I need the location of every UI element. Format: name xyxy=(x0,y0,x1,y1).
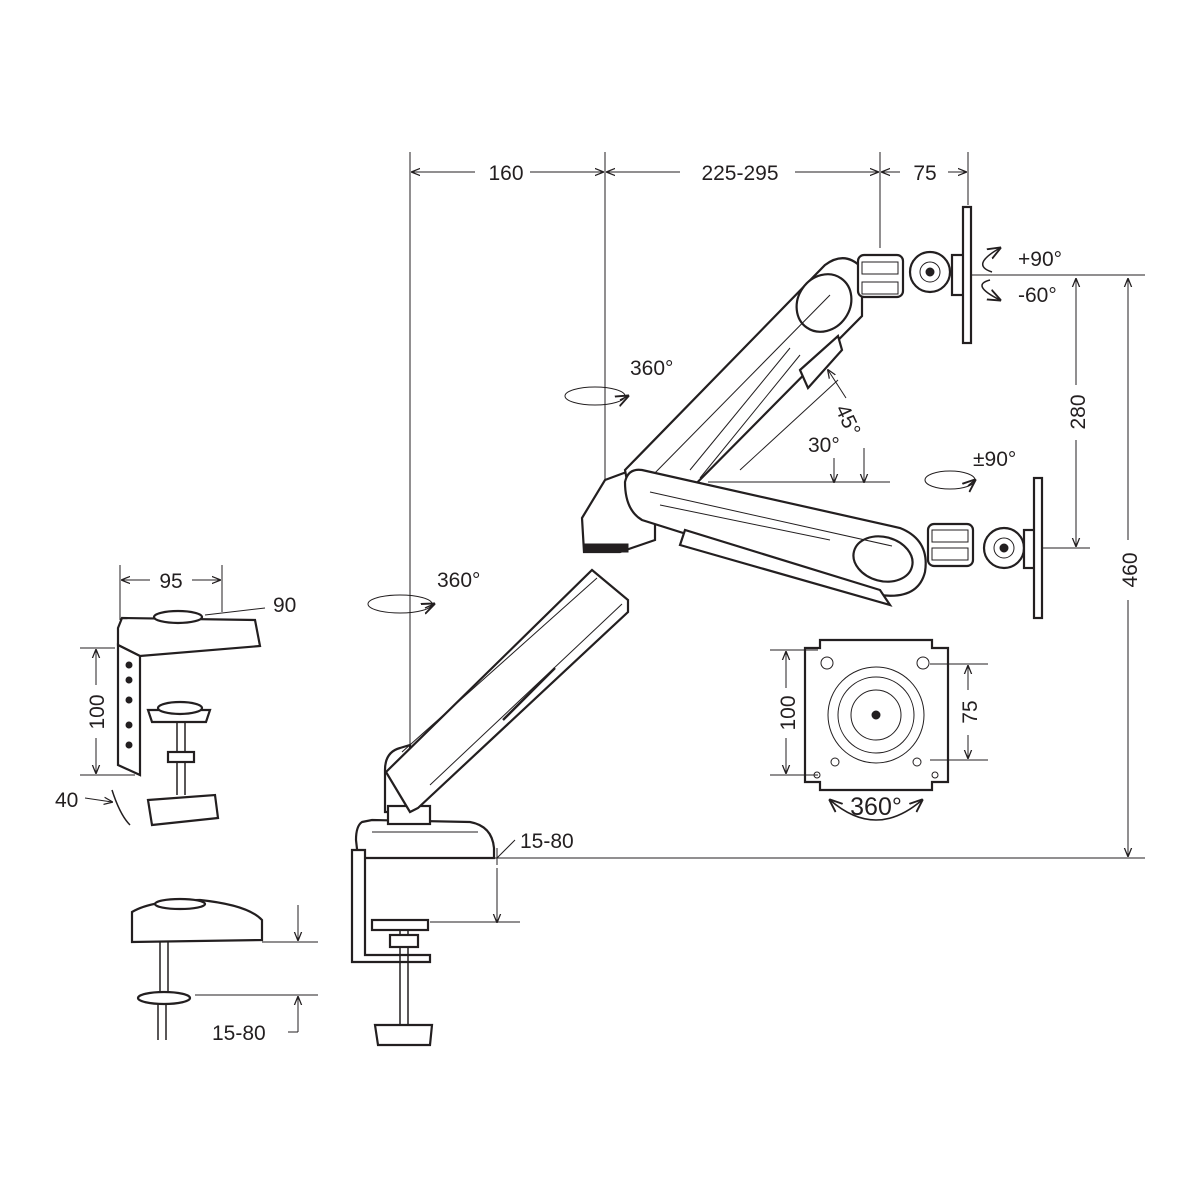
vesa-inner-label: 75 xyxy=(959,700,982,723)
clamp-height-label: 100 xyxy=(86,694,109,729)
upper-tilt-joint xyxy=(856,253,905,299)
desk-thickness-main-label: 15-80 xyxy=(520,830,574,853)
clamp-detail: 95 90 100 40 xyxy=(55,565,296,827)
dim-max-height: 460 xyxy=(1119,552,1142,587)
vesa-plate-detail: 100 75 360° xyxy=(770,638,988,821)
arm-rotation-lower-label: 360° xyxy=(437,569,480,592)
swivel-label: ±90° xyxy=(973,448,1016,471)
tilt-up-label: +90° xyxy=(1018,248,1062,271)
angle-30-label: 30° xyxy=(808,434,840,457)
clamp-gap-label: 40 xyxy=(55,789,78,812)
upper-vesa-plate xyxy=(961,205,973,345)
vesa-outer-label: 100 xyxy=(777,695,800,730)
arm-rotation-upper-label: 360° xyxy=(630,357,673,380)
desk-base xyxy=(354,818,496,860)
lower-tilt-joint xyxy=(926,522,975,568)
dim-height-range: 280 xyxy=(1067,394,1090,429)
lower-vesa-plate xyxy=(1032,476,1044,620)
dim-elbow-to-joint: 225-295 xyxy=(701,162,778,185)
clamp-depth-label: 90 xyxy=(273,594,296,617)
dim-pole-to-elbow: 160 xyxy=(488,162,523,185)
top-dimension-lines: 160 225-295 75 xyxy=(409,152,969,750)
second-arm xyxy=(623,468,927,597)
lower-arm xyxy=(384,568,630,814)
right-dimension-lines: 280 460 xyxy=(495,274,1145,859)
clamp-width-label: 95 xyxy=(159,570,182,593)
grommet-detail: 15-80 xyxy=(130,897,318,1045)
desk-thickness-grommet-label: 15-80 xyxy=(212,1022,266,1045)
monitor-arm xyxy=(350,205,1044,1047)
tilt-down-label: -60° xyxy=(1018,284,1057,307)
angle-annotations: +90° -60° ±90° 360° 360° 45° 30° 15-80 xyxy=(367,248,1062,922)
desk-clamp xyxy=(350,848,432,964)
dim-joint-to-vesa: 75 xyxy=(913,162,936,185)
vesa-rotation-label: 360° xyxy=(850,793,902,821)
